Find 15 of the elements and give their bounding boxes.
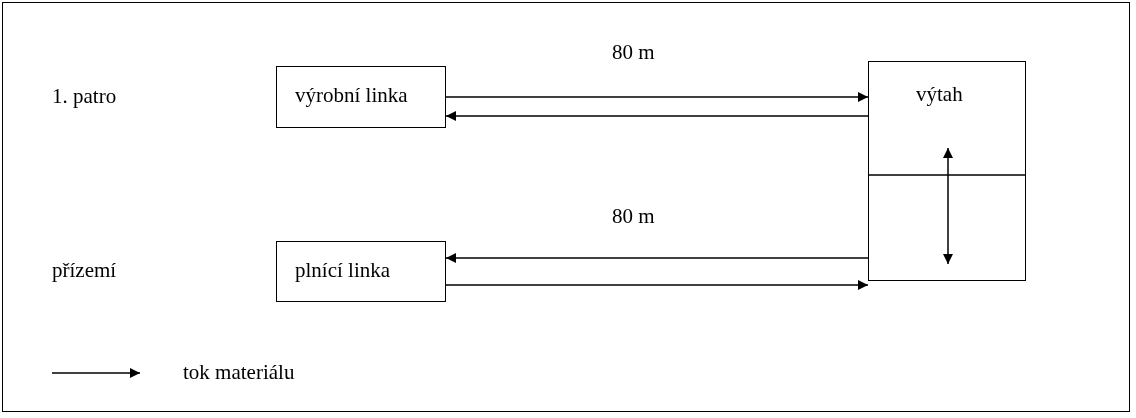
process-box (276, 66, 446, 128)
elevator-box (868, 61, 1026, 281)
node-label: výtah (916, 82, 963, 107)
floor-label: přízemí (52, 258, 117, 283)
arrow (445, 92, 869, 102)
floor-label: 1. patro (52, 84, 117, 109)
process-box (276, 241, 446, 302)
node-label: výrobní linka (295, 83, 408, 108)
arrow (445, 280, 869, 290)
arrow (445, 253, 869, 263)
legend-label: tok materiálu (183, 360, 295, 385)
node-label: plnící linka (295, 258, 391, 283)
arrow (445, 111, 869, 121)
dimension-label: 80 m (612, 204, 655, 229)
dimension-label: 80 m (612, 40, 655, 65)
